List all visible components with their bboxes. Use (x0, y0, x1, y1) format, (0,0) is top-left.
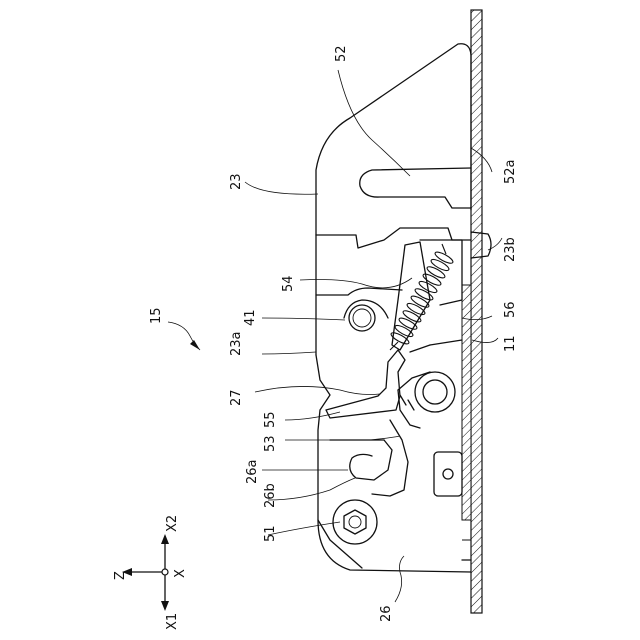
label-52: 52 (334, 45, 349, 62)
spring-coil (414, 287, 435, 302)
spring-coil (402, 309, 423, 324)
spring-coil (430, 257, 451, 272)
label-54: 54 (281, 275, 296, 292)
axis-x1-label: X1 (165, 613, 180, 630)
spring-coil (434, 250, 455, 265)
axis-z-label: Z (113, 571, 128, 580)
bracket-56 (410, 240, 462, 352)
label-26b: 26b (263, 483, 278, 508)
label-55: 55 (263, 411, 278, 428)
spring-coil (426, 265, 447, 280)
pin-41 (344, 300, 388, 331)
label-26: 26 (379, 605, 394, 622)
axis-x-label: X (173, 569, 188, 578)
label-27: 27 (229, 389, 244, 406)
spring-coil (406, 301, 427, 316)
spring-hook (442, 244, 446, 254)
label-23a: 23a (229, 331, 244, 356)
label-15: 15 (149, 307, 164, 324)
spring-54 (390, 244, 455, 350)
label-51: 51 (263, 525, 278, 542)
label-41: 41 (243, 309, 258, 326)
label-52a: 52a (503, 159, 518, 184)
spring-hook (390, 342, 398, 350)
axis-indicator (122, 534, 169, 611)
label-26a: 26a (245, 459, 260, 484)
leader-lines (168, 70, 502, 602)
spring-coil (410, 294, 431, 309)
label-56: 56 (503, 301, 518, 318)
arrow-15 (190, 340, 200, 350)
claw-53 (330, 420, 408, 496)
base-plate-26 (316, 228, 471, 572)
pivot-cam (398, 372, 455, 428)
label-23b: 23b (503, 237, 518, 262)
spring-coil (422, 272, 443, 287)
label-23: 23 (229, 173, 244, 190)
panel-11 (462, 10, 482, 613)
label-11: 11 (503, 335, 518, 352)
axis-x2-label: X2 (165, 515, 180, 532)
label-53: 53 (263, 435, 278, 452)
